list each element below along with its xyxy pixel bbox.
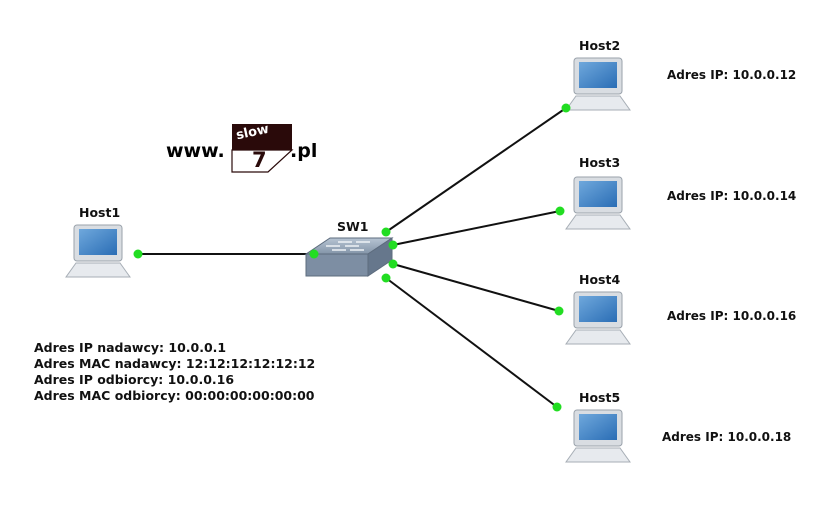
host3-label: Host3 [579,155,621,170]
port-dot [133,249,143,259]
port-dot [388,240,398,250]
logo-prefix: www. [166,140,225,162]
port-dot [309,249,319,259]
port-dot [381,273,391,283]
slow7-logo [231,124,294,173]
host5-ip-label: Adres IP: 10.0.0.18 [662,430,792,444]
host4-label: Host4 [579,272,621,287]
link-sw1-host3 [392,210,561,246]
port-dot [388,259,398,269]
host5-label: Host5 [579,390,621,405]
host4-computer-icon[interactable] [565,291,631,345]
port-dot [554,306,564,316]
sender-mac-line: Adres MAC nadawcy: 12:12:12:12:12:12 [34,356,316,371]
link-sw1-host2 [385,107,567,233]
host1-computer-icon[interactable] [65,224,131,278]
port-dot [552,402,562,412]
link-sw1-host4 [392,263,560,312]
host2-ip-label: Adres IP: 10.0.0.12 [667,68,797,82]
link-sw1-host5 [385,277,558,408]
sender-ip-line: Adres IP nadawcy: 10.0.0.1 [34,340,227,355]
logo-badge-number: 7 [252,148,267,172]
host4-ip-label: Adres IP: 10.0.0.16 [667,309,797,323]
port-indicators [133,103,571,412]
logo-suffix: .pl [290,140,318,162]
receiver-mac-line: Adres MAC odbiorcy: 00:00:00:00:00:00 [34,388,315,403]
port-dot [381,227,391,237]
host5-computer-icon[interactable] [565,409,631,463]
port-dot [561,103,571,113]
switch-label: SW1 [337,219,369,234]
links [138,107,567,408]
host2-label: Host2 [579,38,621,53]
host3-computer-icon[interactable] [565,176,631,230]
host1-label: Host1 [79,205,121,220]
host3-ip-label: Adres IP: 10.0.0.14 [667,189,797,203]
switch-icon[interactable] [304,237,394,277]
frame-info: Adres IP nadawcy: 10.0.0.1 Adres MAC nad… [34,340,315,404]
host2-computer-icon[interactable] [565,57,631,111]
port-dot [555,206,565,216]
receiver-ip-line: Adres IP odbiorcy: 10.0.0.16 [34,372,235,387]
